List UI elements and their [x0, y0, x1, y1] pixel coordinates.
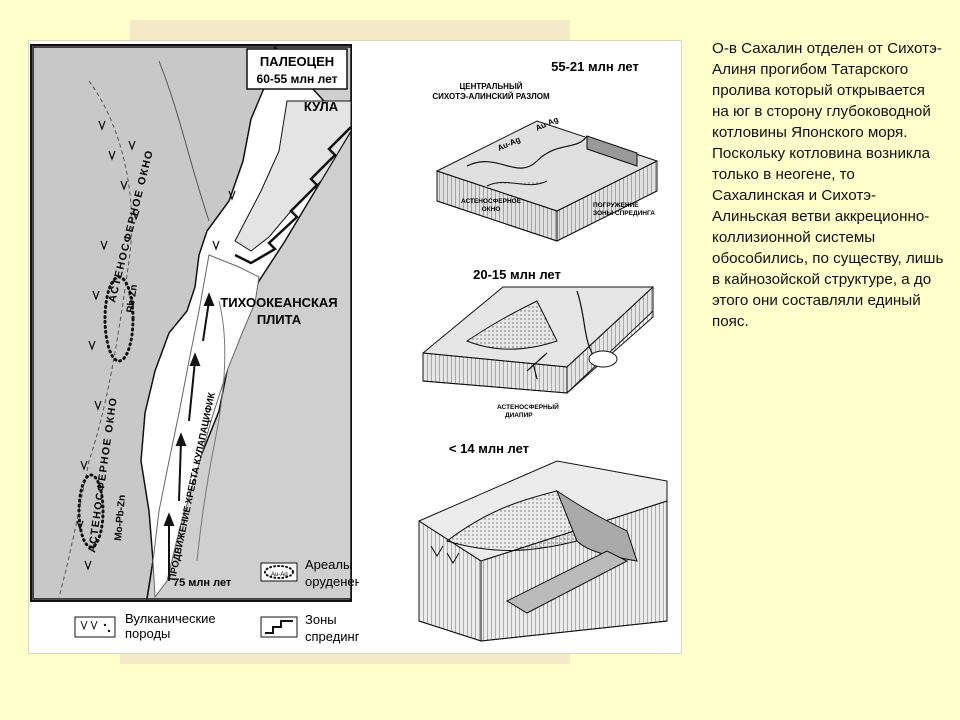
- map-title-age: 60-55 млн лет: [257, 72, 338, 86]
- label-mopbzn: Mo-Pb-Zn: [113, 494, 128, 541]
- fault-label-1: ЦЕНТРАЛЬНЫЙ: [459, 82, 522, 91]
- coastline-1: [158, 60, 210, 222]
- paleocene-map: ПАЛЕОЦЕН 60-55 млн лет КУЛА ТИХООКЕАНСКА…: [30, 44, 359, 644]
- legend-volcanic-label-1: Вулканические: [125, 611, 216, 626]
- figure: ПАЛЕОЦЕН 60-55 млн лет КУЛА ТИХООКЕАНСКА…: [28, 40, 682, 654]
- fault-label-2: СИХОТЭ-АЛИНСКИЙ РАЗЛОМ: [432, 92, 550, 101]
- legend-spreading-label-1: Зоны: [305, 612, 337, 627]
- legend-spreading-label-2: спрединга: [305, 629, 359, 644]
- label-pacific-2: ПЛИТА: [257, 312, 302, 327]
- stage2-age: 20-15 млн лет: [473, 267, 561, 282]
- coastline-dashed: [58, 80, 133, 598]
- kula-plate: [234, 100, 352, 252]
- dipping-label-1: ПОГРУЖЕНИЕ: [593, 202, 639, 209]
- description-text: О-в Сахалин отделен от Сихотэ-Алиня прог…: [712, 38, 944, 332]
- label-pbzn: Pb-Zn: [125, 284, 140, 314]
- diapir-label-1: АСТЕНОСФЕРНЫЙ: [497, 402, 559, 411]
- map-title-box: [246, 48, 348, 90]
- dipping-label-2: ЗОНЫ СПРЕДИНГА: [593, 210, 655, 217]
- label-pacific-1: ТИХООКЕАНСКАЯ: [220, 295, 337, 310]
- spreading-ridge: [234, 126, 352, 265]
- label-75: 75 млн лет: [173, 577, 232, 589]
- paragraph-1: О-в Сахалин отделен от Сихотэ-Алиня прог…: [712, 40, 942, 141]
- pacific-plate: [146, 46, 352, 600]
- ore-area-mopbzn: [77, 473, 105, 549]
- stage1-block: [436, 120, 658, 242]
- stage3-block: [418, 460, 668, 642]
- legend-volcanic-label-2: породы: [125, 626, 170, 641]
- map-title: ПАЛЕОЦЕН: [260, 54, 334, 69]
- block-diagrams: 55-21 млн лет ЦЕНТРАЛЬНЫЙ СИХОТЭ-АЛИНСКИ…: [418, 59, 668, 642]
- legend-ore-label-1: Ареалы: [305, 557, 352, 572]
- window-label-2: ОКНО: [482, 206, 501, 213]
- window-label-1: АСТЕНОСФЕРНОЕ: [461, 198, 522, 205]
- coastline-2: [196, 300, 226, 562]
- legend-ore-symbol: Au-Ag: [271, 572, 288, 578]
- stage1-age: 55-21 млн лет: [551, 59, 639, 74]
- label-kula: КУЛА: [304, 99, 339, 114]
- propagation-arrows: [163, 292, 215, 581]
- stage2-block: [422, 285, 654, 395]
- ore-area-pbzn: [103, 275, 135, 363]
- diapir-label-2: ДИАПИР: [505, 412, 533, 419]
- paragraph-2: Поскольку котловина возникла только в не…: [712, 145, 944, 330]
- trench-zone: [152, 254, 260, 599]
- stage3-age: < 14 млн лет: [449, 441, 529, 456]
- legend-ore-label-2: оруденения: [305, 574, 359, 589]
- legend: Au-Ag Ареалы оруденения Вулканические по…: [74, 557, 359, 644]
- volcanic-symbols: [76, 120, 236, 571]
